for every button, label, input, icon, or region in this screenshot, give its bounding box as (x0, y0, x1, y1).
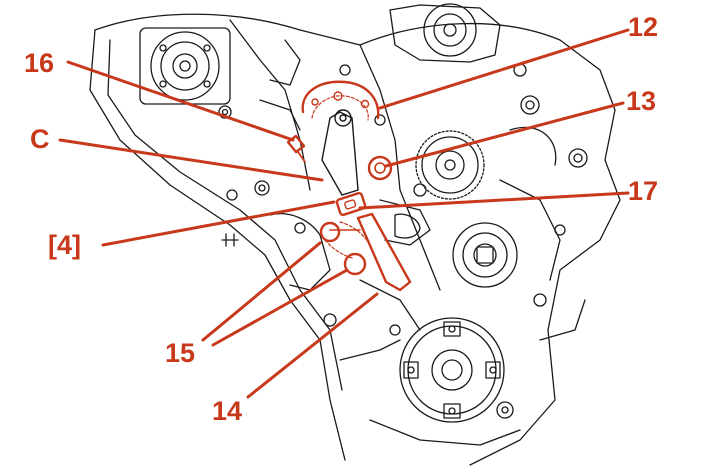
callout-16: 16 (24, 48, 55, 78)
bolt-13 (367, 155, 393, 181)
callout-4: [4] (48, 230, 81, 260)
callout-C: C (30, 124, 50, 154)
callout-13: 13 (626, 86, 657, 116)
engine-casing-left (89, 29, 346, 461)
tensioner-arc-12 (301, 80, 380, 120)
timing-cover-edge-2 (359, 44, 441, 291)
timing-cover-edge (229, 19, 311, 191)
leader-14 (246, 292, 379, 399)
drive-gear-right (415, 130, 485, 200)
bolt-16 (286, 134, 306, 154)
leader-C (58, 138, 324, 182)
leader-12 (378, 28, 630, 110)
leader-15b (211, 268, 349, 347)
callout-17: 17 (628, 176, 659, 206)
crankshaft-pulley (399, 317, 505, 423)
engine-casing-inner-left (107, 39, 343, 391)
engine-casing-outline (94, 13, 621, 466)
leader-16 (66, 60, 295, 142)
callout-14: 14 (212, 396, 243, 426)
idler-pulley (452, 222, 518, 288)
latch-17 (335, 191, 367, 217)
leader-17 (358, 191, 630, 210)
tensioner-bolt-c (311, 98, 319, 106)
locking-tool-14 (356, 212, 412, 292)
leader-lines (58, 28, 630, 399)
callout-15: 15 (165, 338, 196, 368)
leader-13 (384, 101, 625, 168)
pin-15b (343, 252, 367, 276)
callout-12: 12 (628, 12, 659, 42)
tensioner-inner-arc (311, 95, 369, 121)
leader-4 (101, 200, 336, 247)
leader-15a (201, 241, 322, 342)
mounting-bolts (218, 63, 588, 419)
tensioner-arm (321, 109, 359, 196)
left-stud (221, 233, 239, 247)
camshaft-sprocket-right (389, 3, 501, 63)
pin-15a (319, 221, 341, 243)
